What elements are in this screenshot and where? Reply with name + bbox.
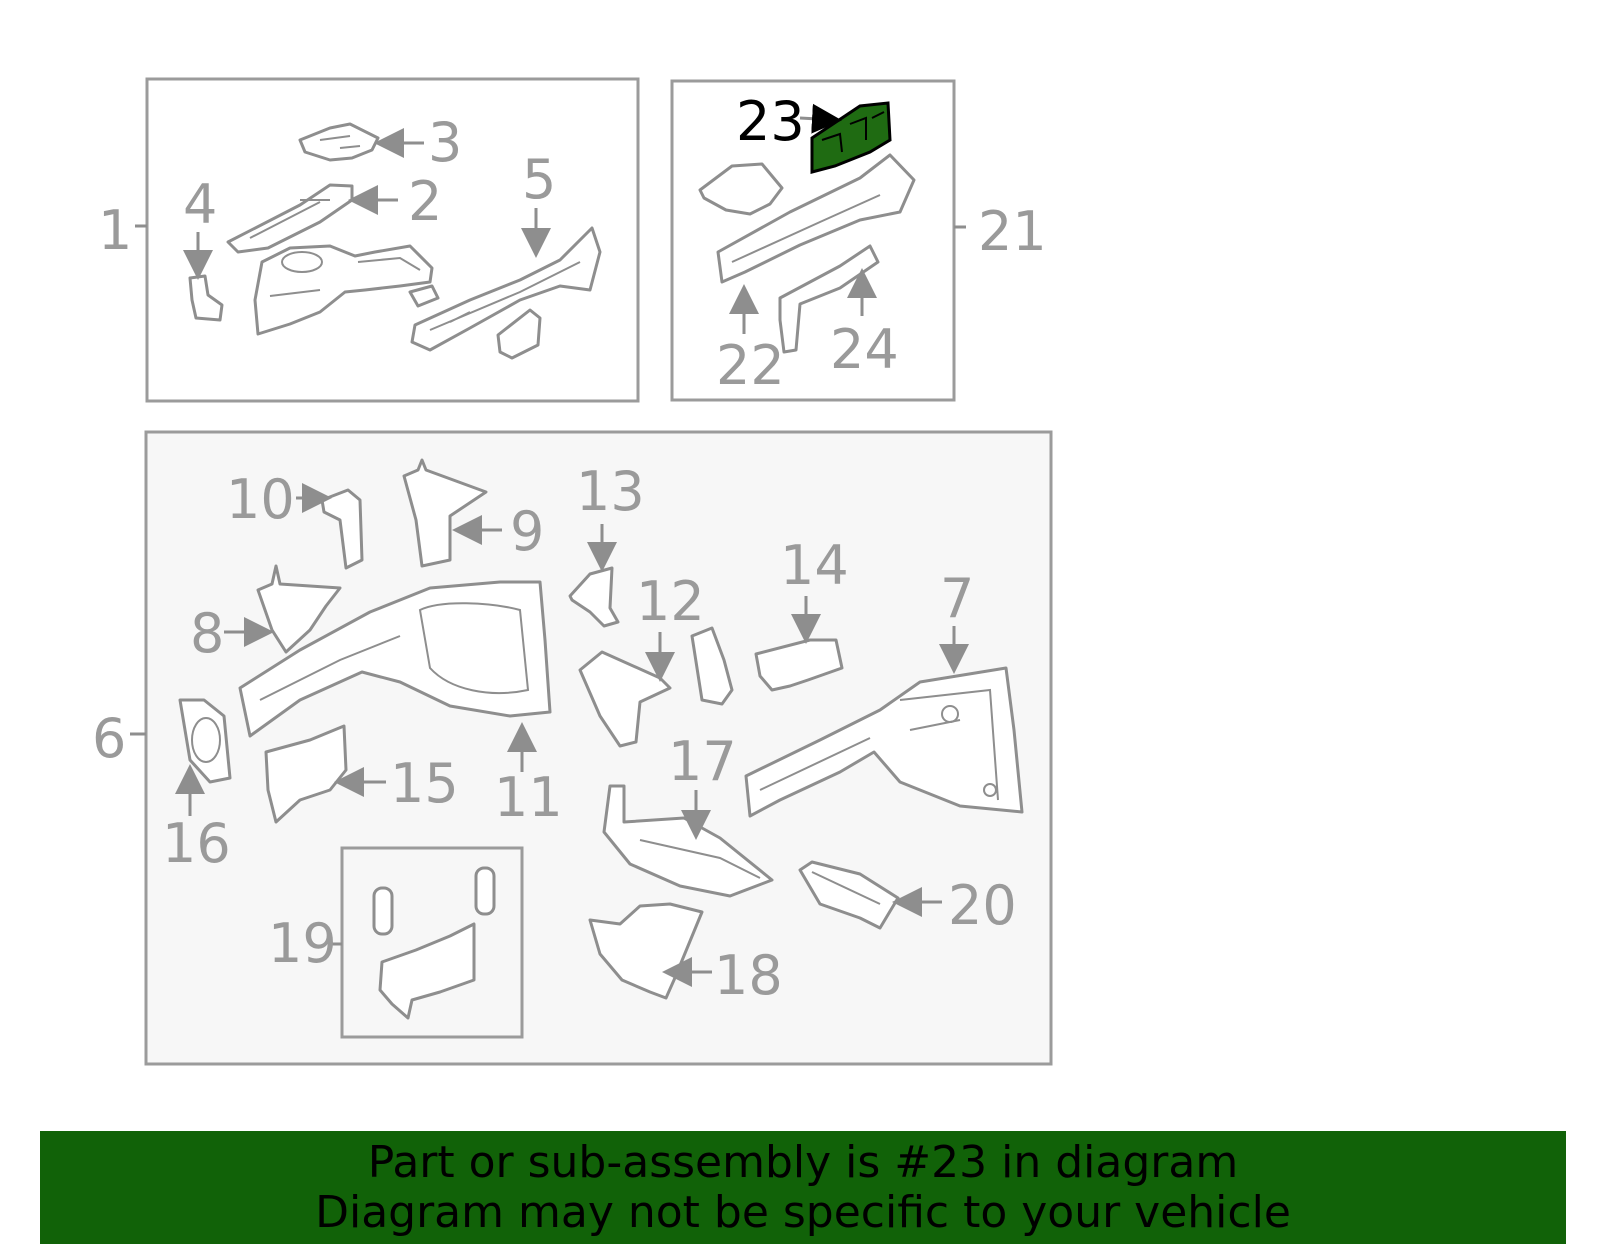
part-16[interactable] [178,698,232,784]
callout-16: 16 [162,812,231,875]
part-info-banner: Part or sub-assembly is #23 in diagram D… [40,1131,1566,1244]
part-8[interactable] [256,564,342,654]
callout-6: 6 [92,707,126,770]
callout-2: 2 [408,170,442,233]
callout-20: 20 [948,874,1017,937]
callout-1: 1 [98,199,132,262]
callout-21: 21 [978,200,1047,263]
part-17[interactable] [602,784,774,898]
part-19[interactable] [372,866,496,1020]
part-3[interactable] [298,122,380,162]
callout-13: 13 [576,460,645,523]
part-10[interactable] [320,488,364,570]
part-13[interactable] [568,566,620,628]
part-5[interactable] [408,226,602,360]
part-20[interactable] [798,860,900,930]
callout-18: 18 [714,944,783,1007]
banner-line-part-number: Part or sub-assembly is #23 in diagram [367,1136,1239,1188]
part-22[interactable] [716,153,916,284]
callout-11: 11 [494,766,563,829]
part-4[interactable] [188,274,224,322]
callout-19: 19 [268,912,337,975]
callout-5: 5 [522,148,556,211]
callout-8: 8 [190,602,224,665]
callout-24: 24 [830,318,899,381]
callout-4: 4 [183,173,217,236]
callout-23-highlighted: 23 [736,90,805,153]
callout-22: 22 [716,334,785,397]
callout-12: 12 [636,570,705,633]
part-9[interactable] [402,458,488,568]
callout-15: 15 [390,752,459,815]
callout-3: 3 [428,111,462,174]
part-21-upper-bracket[interactable] [698,162,784,216]
part-strut-tower[interactable] [253,244,434,336]
part-11[interactable] [238,580,552,738]
callout-10: 10 [226,468,295,531]
callout-7: 7 [940,567,974,630]
group-1-frame [145,77,640,403]
group-21-frame [670,79,956,402]
part-23-highlighted[interactable] [810,101,892,174]
callout-17: 17 [668,730,737,793]
banner-line-disclaimer: Diagram may not be specific to your vehi… [315,1186,1291,1238]
callout-14: 14 [780,534,849,597]
part-15[interactable] [264,724,348,824]
exploded-parts-diagram: 1 2 3 4 5 6 7 8 9 10 11 12 13 14 15 16 1… [92,77,1053,1066]
part-7[interactable] [744,666,1024,818]
callout-9: 9 [510,500,544,563]
part-2[interactable] [226,183,354,254]
